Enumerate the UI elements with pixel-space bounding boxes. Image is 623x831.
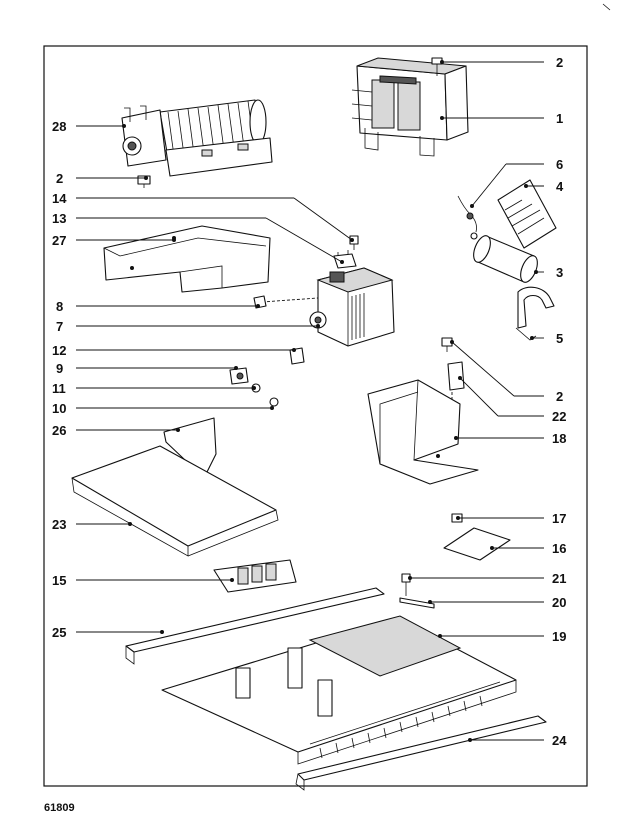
part-28-fan	[121, 99, 273, 177]
document-number: 61809	[44, 802, 75, 814]
callout-14: 14	[52, 191, 67, 206]
callout-26: 26	[52, 423, 66, 438]
diagram-frame	[43, 45, 588, 787]
part-21-screw	[401, 573, 411, 596]
part-26-deflector	[163, 417, 217, 479]
callout-28: 28	[52, 119, 66, 134]
callout-3: 3	[556, 265, 563, 280]
callout-6: 6	[556, 157, 563, 172]
callout-15: 15	[52, 573, 66, 588]
part-2-screw-right	[441, 337, 453, 352]
callout-24: 24	[552, 733, 567, 748]
part-5-clamp	[515, 286, 555, 341]
callout-11: 11	[52, 381, 66, 396]
part-6-wire	[457, 195, 478, 240]
callout-21: 21	[552, 571, 566, 586]
part-1-transformer	[351, 57, 469, 157]
callout-4: 4	[556, 179, 564, 194]
callout-20: 20	[552, 595, 566, 610]
part-13-thermostat	[333, 250, 357, 269]
part-22-microswitch	[447, 361, 465, 432]
callout-17: 17	[552, 511, 566, 526]
callout-10: 10	[52, 401, 66, 416]
callout-18: 18	[552, 431, 566, 446]
callout-16: 16	[552, 541, 566, 556]
callout-23: 23	[52, 517, 66, 532]
part-19-base	[161, 615, 517, 765]
part-12-fuse-holder	[289, 347, 305, 365]
callout-2: 2	[556, 389, 563, 404]
callout-12: 12	[52, 343, 66, 358]
callout-25: 25	[52, 625, 66, 640]
callout-13: 13	[52, 211, 66, 226]
callout-8: 8	[56, 299, 63, 314]
callout-5: 5	[556, 331, 563, 346]
corner-mark	[602, 3, 611, 11]
callout-2: 2	[556, 55, 563, 70]
callout-7: 7	[56, 319, 63, 334]
callout-27: 27	[52, 233, 66, 248]
part-24-bottom-rail	[295, 715, 547, 791]
callout-1: 1	[556, 111, 563, 126]
part-27-bracket	[103, 225, 271, 293]
leader-lines	[76, 60, 544, 742]
part-16-plate	[443, 527, 511, 561]
part-20-shaft	[399, 597, 435, 609]
callout-labels: 2 1 28 2 6 4 14 13 27 3 8 5 7 12 9 2 11 …	[52, 55, 567, 748]
part-18-switch-bracket	[367, 379, 479, 485]
part-9-switch	[229, 367, 249, 385]
part-14-screw	[349, 235, 359, 250]
callout-22: 22	[552, 409, 566, 424]
callout-2: 2	[56, 171, 63, 186]
part-25-rail	[125, 587, 385, 665]
callout-9: 9	[56, 361, 63, 376]
part-23-cover-plate	[71, 445, 279, 557]
part-7-magnetron	[261, 267, 395, 347]
callout-19: 19	[552, 629, 566, 644]
part-15-vent-grille	[213, 559, 297, 593]
part-10-screw	[269, 397, 279, 407]
part-4-plate	[497, 179, 557, 249]
part-3-capacitor	[473, 235, 538, 283]
